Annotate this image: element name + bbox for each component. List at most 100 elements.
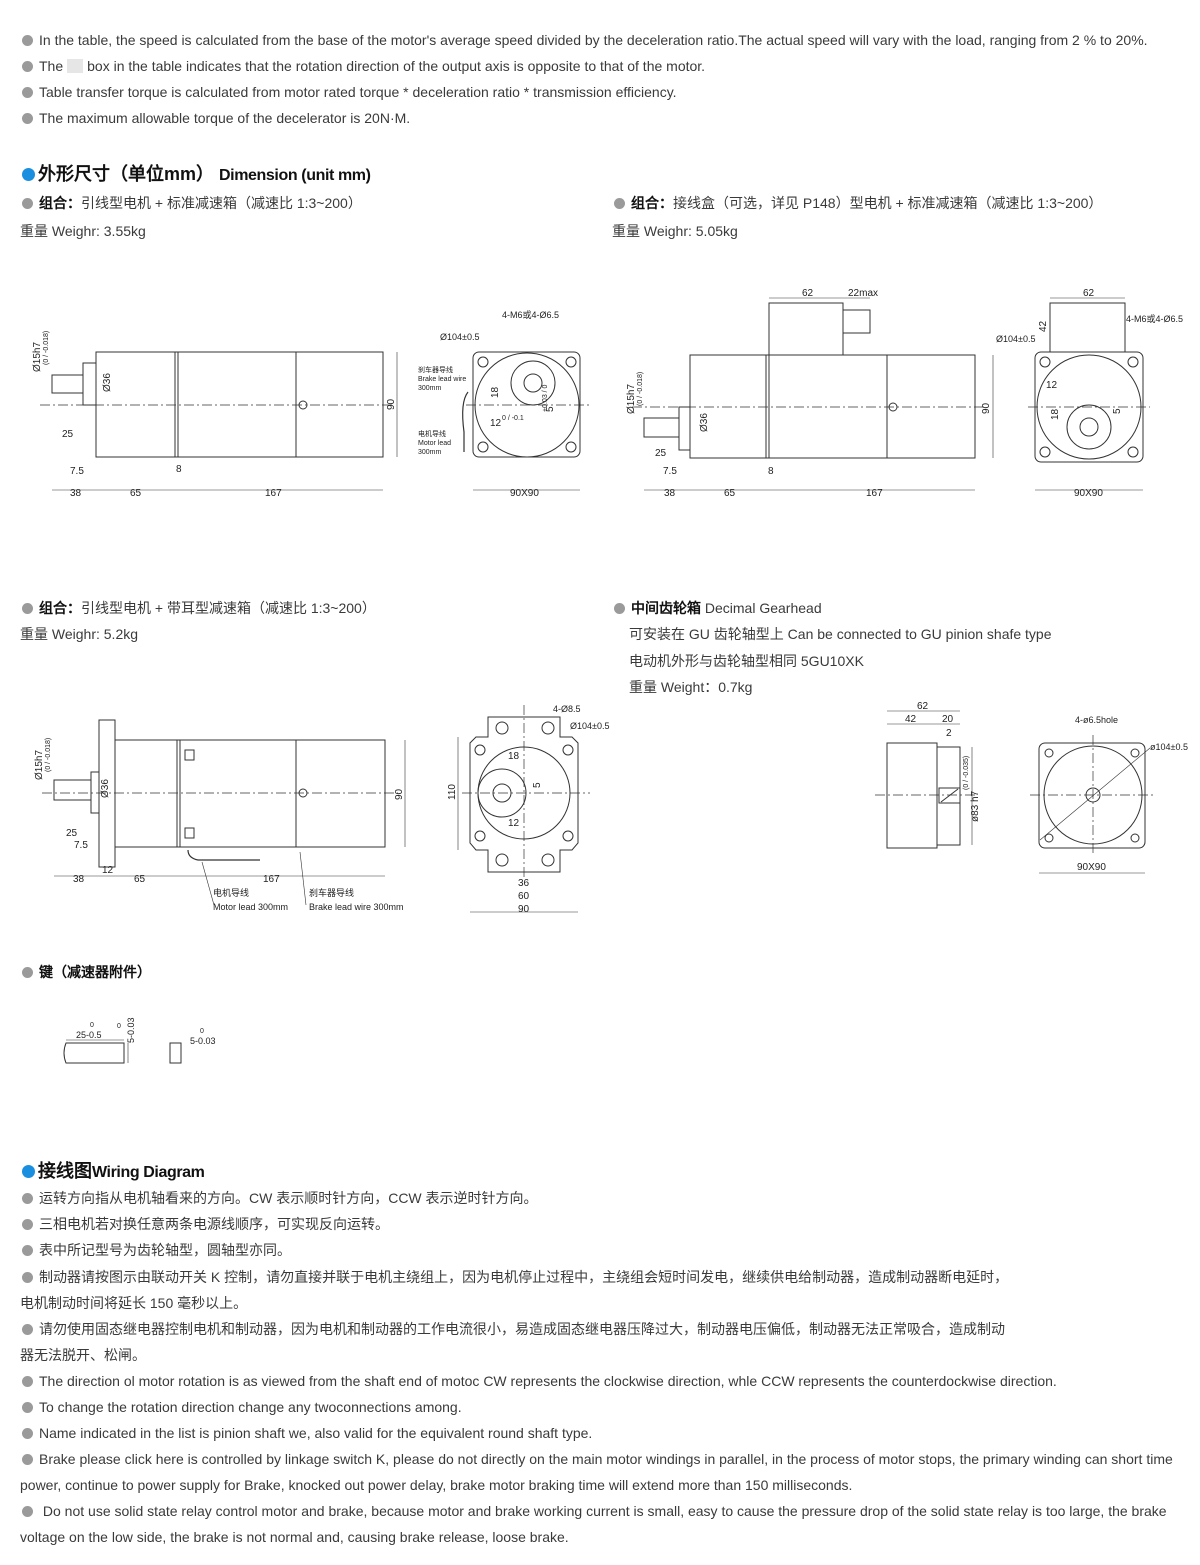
bullet-icon bbox=[614, 603, 625, 614]
shaft-diameter-label: Ø15h7 bbox=[626, 384, 637, 414]
wiring-note: 表中所记型号为齿轮轴型，圆轴型亦同。 bbox=[22, 1241, 291, 1259]
brake-lead-label-en: Brake lead wire 300mm bbox=[309, 902, 404, 912]
shaft-tolerance-label: (0 / -0.018) bbox=[43, 331, 50, 365]
pcd-label: Ø104±0.5 bbox=[996, 334, 1035, 344]
brake-lead-label-cn: 刹车器导线 bbox=[309, 887, 354, 898]
gearhead-title: 中间齿轮箱 Decimal Gearhead bbox=[614, 599, 822, 617]
drawing1-side-view bbox=[40, 351, 398, 491]
dim-38: 38 bbox=[664, 488, 676, 499]
pcd-label: ø104±0.5 bbox=[1150, 742, 1188, 752]
shaft-diameter-label: Ø15h7 bbox=[34, 750, 45, 780]
brake-lead-label-en: Brake lead wire bbox=[418, 376, 466, 383]
bullet-icon bbox=[22, 1506, 33, 1517]
key-title-text: 键（减速器附件） bbox=[39, 964, 151, 980]
weight-label: 重量 bbox=[612, 223, 640, 239]
combo3-title: 组合：引线型电机 + 带耳型减速箱（减速比 1:3~200） bbox=[22, 599, 376, 617]
combo1-weight: 重量 Weighr: 3.55kg bbox=[20, 222, 146, 240]
dim-5: 5 bbox=[545, 406, 556, 412]
note-text: Brake please click here is controlled by… bbox=[39, 1451, 1173, 1467]
key-title: 键（减速器附件） bbox=[22, 963, 151, 981]
key-length-tolerance: 0 bbox=[90, 1022, 94, 1029]
drawing4-side-view bbox=[875, 710, 975, 849]
combo1-title: 组合：引线型电机 + 标准减速箱（减速比 1:3~200） bbox=[22, 194, 362, 212]
note-text: box in the table indicates that the rota… bbox=[87, 58, 706, 74]
dim-12: 12 bbox=[1046, 380, 1058, 391]
end-dim-62: 62 bbox=[1083, 288, 1095, 299]
wiring-note: 三相电机若对换任意两条电源线顺序，可实现反向运转。 bbox=[22, 1215, 389, 1233]
bullet-icon bbox=[614, 198, 625, 209]
holes-label: 4-M6或4-Ø6.5 bbox=[502, 309, 559, 320]
weight-value: Weighr: 5.05kg bbox=[643, 223, 738, 239]
drawing2-side-view bbox=[632, 297, 994, 491]
combo3-weight: 重量 Weighr: 5.2kg bbox=[20, 625, 138, 643]
wiring-note-continuation: voltage on the low side, the brake is no… bbox=[20, 1529, 569, 1545]
wiring-note-continuation: 器无法脱开、松闸。 bbox=[20, 1347, 146, 1363]
wiring-note: Brake please click here is controlled by… bbox=[22, 1450, 1173, 1468]
note-2: The box in the table indicates that the r… bbox=[22, 57, 705, 75]
dim-18: 18 bbox=[1050, 408, 1061, 420]
boss-diameter-label: Ø36 bbox=[102, 373, 113, 392]
drawing1-labels: Ø15h7 (0 / -0.018) Ø36 25 7.5 8 38 65 16… bbox=[32, 309, 559, 499]
combo2-title: 组合：接线盒（可选，详见 P148）型电机 + 标准减速箱（减速比 1:3~20… bbox=[614, 194, 1102, 212]
dim-42: 42 bbox=[1038, 320, 1049, 332]
bullet-icon bbox=[22, 1219, 33, 1230]
drawing3-side-view bbox=[42, 719, 406, 906]
dim-42: 42 bbox=[905, 714, 917, 725]
motor-lead-label-en: Motor lead bbox=[418, 440, 451, 447]
bullet-icon bbox=[22, 1376, 33, 1387]
wiring-note: To change the rotation direction change … bbox=[22, 1398, 462, 1416]
pcd-label: Ø104±0.5 bbox=[440, 332, 479, 342]
dim-36: 36 bbox=[518, 878, 530, 889]
dim-90: 90 bbox=[394, 788, 405, 800]
combo2-weight: 重量 Weighr: 5.05kg bbox=[612, 222, 738, 240]
dim-20: 20 bbox=[942, 714, 954, 725]
drawing1-end-view bbox=[462, 351, 590, 491]
key-drawing bbox=[63, 1039, 182, 1064]
wiring-note: Do not use solid state relay control mot… bbox=[22, 1502, 1167, 1520]
bullet-icon bbox=[22, 603, 33, 614]
weight-label: 重量 bbox=[20, 626, 48, 642]
dim-5: 5 bbox=[532, 782, 543, 788]
bullet-icon bbox=[22, 1272, 33, 1283]
wiring-note: 请勿使用固态继电器控制电机和制动器，因为电机和制动器的工作电流很小，易造成固态继… bbox=[22, 1320, 1005, 1338]
drawing2-labels: Ø15h7 (0 / -0.018) Ø36 25 7.5 8 38 65 16… bbox=[626, 288, 1183, 499]
bullet-icon bbox=[22, 168, 35, 181]
note-3: Table transfer torque is calculated from… bbox=[22, 83, 677, 101]
dim-22max: 22max bbox=[848, 288, 878, 299]
bullet-icon bbox=[22, 1324, 33, 1335]
dim-65: 65 bbox=[724, 488, 736, 499]
heading-cn: 外形尺寸（单位mm） bbox=[38, 164, 215, 184]
boss-diameter-label: Ø36 bbox=[100, 779, 111, 798]
wiring-heading: 接线图Wiring Diagram bbox=[22, 1157, 205, 1183]
dim-8: 8 bbox=[768, 466, 774, 477]
wiring-note: Name indicated in the list is pinion sha… bbox=[22, 1424, 592, 1442]
dim-7.5: 7.5 bbox=[74, 840, 88, 851]
note-text: 三相电机若对换任意两条电源线顺序，可实现反向运转。 bbox=[39, 1216, 389, 1232]
drawing4-labels: 62 42 20 2 ø83 h7 (0 / -0.035) 4-ø6.5hol… bbox=[905, 701, 1188, 873]
dim-167: 167 bbox=[263, 874, 280, 885]
note-text: The bbox=[39, 58, 64, 74]
combo-text: 接线盒（可选，详见 P148）型电机 + 标准减速箱（减速比 1:3~200） bbox=[673, 195, 1103, 211]
dim-38: 38 bbox=[70, 488, 82, 499]
dim-90: 90 bbox=[981, 402, 992, 414]
dim-5: 5 bbox=[1112, 408, 1123, 414]
pcd-label: Ø104±0.5 bbox=[570, 721, 609, 731]
note-text: In the table, the speed is calculated fr… bbox=[39, 32, 1148, 48]
dim-90: 90 bbox=[386, 398, 397, 410]
key-labels: 25-0.5 0 5-0.03 0 5-0.03 0 bbox=[76, 1017, 216, 1046]
dim-60: 60 bbox=[518, 891, 530, 902]
dim-8: 8 bbox=[176, 464, 182, 475]
shaft-tolerance-label: (0 / -0.018) bbox=[45, 738, 52, 772]
wiring-note-continuation: power, continue to power supply for Brak… bbox=[20, 1477, 853, 1493]
note-4: The maximum allowable torque of the dece… bbox=[22, 109, 410, 127]
bullet-icon bbox=[22, 1454, 33, 1465]
gearhead-line-1: 可安装在 GU 齿轮轴型上 Can be connected to GU pin… bbox=[629, 626, 1052, 642]
dim-12: 12 bbox=[102, 865, 114, 876]
end-dim-12: 12 bbox=[508, 818, 520, 829]
note-text: Table transfer torque is calculated from… bbox=[39, 84, 677, 100]
note-text: 表中所记型号为齿轮轴型，圆轴型亦同。 bbox=[39, 1242, 291, 1258]
note-text: 制动器请按图示由联动开关 K 控制，请勿直接并联于电机主绕组上，因为电机停止过程… bbox=[39, 1269, 1009, 1285]
brake-lead-label-cn: 刹车器导线 bbox=[418, 365, 453, 374]
heading-cn: 接线图 bbox=[38, 1161, 92, 1181]
